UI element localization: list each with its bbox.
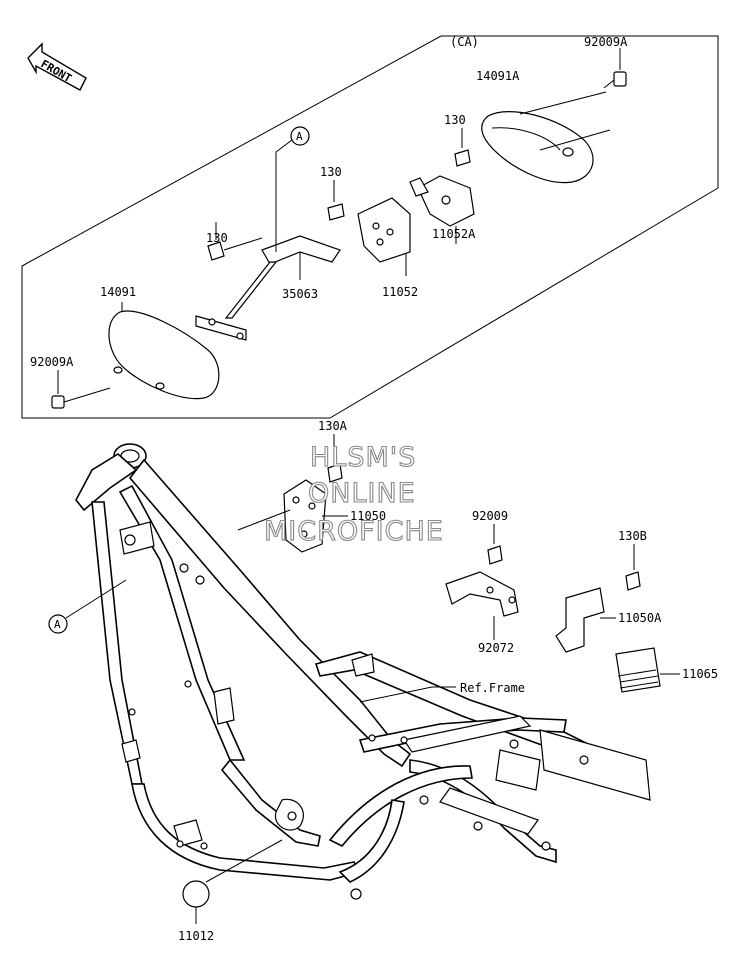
label-11052A: 11052A	[432, 227, 476, 241]
label-11050A: 11050A	[618, 611, 662, 625]
bracket-11050A	[555, 587, 616, 653]
cover-14091A	[481, 111, 594, 184]
label-14091: 14091	[100, 285, 136, 299]
label-14091A: 14091A	[476, 69, 520, 83]
label-130-mid: 130	[320, 165, 342, 179]
label-ref-frame: Ref.Frame	[460, 681, 525, 695]
svg-text:A: A	[296, 130, 303, 143]
bolt-92009	[487, 524, 503, 565]
motorcycle-frame	[75, 443, 651, 900]
bolt-130-top	[454, 128, 471, 167]
cover-14091	[108, 302, 220, 400]
bracket-11052A	[409, 175, 475, 244]
svg-text:ONLINE: ONLINE	[308, 478, 416, 509]
label-92009A-top: 92009A	[584, 35, 628, 49]
label-92009A-left: 92009A	[30, 355, 74, 369]
label-130-left: 130	[206, 231, 228, 245]
label-11012: 11012	[178, 929, 214, 943]
bolt-130-left	[207, 222, 263, 261]
bolt-92009A-left	[51, 370, 111, 409]
bracket-11050	[283, 479, 348, 553]
label-11052: 11052	[382, 285, 418, 299]
svg-text:HLSM'S: HLSM'S	[310, 442, 416, 473]
label-130B: 130B	[618, 529, 647, 543]
svg-text:A: A	[54, 618, 61, 631]
watermark: HLSM'S ONLINE MICROFICHE	[263, 441, 444, 547]
callout-a-left: A	[48, 579, 127, 634]
ca-box-outline	[21, 35, 719, 419]
label-11050: 11050	[350, 509, 386, 523]
bolt-92009A-top	[603, 48, 627, 89]
callout-a-top: A	[290, 126, 310, 146]
bolt-130B	[625, 544, 641, 591]
bolt-130A	[327, 434, 343, 483]
ca-label: (CA)	[450, 35, 479, 49]
label-130-top: 130	[444, 113, 466, 127]
bracket-92072	[445, 571, 519, 640]
label-11065: 11065	[682, 667, 718, 681]
label-35063: 35063	[282, 287, 318, 301]
cap-11012	[182, 839, 283, 924]
svg-text:MICROFICHE: MICROFICHE	[264, 516, 444, 547]
front-arrow-icon: FRONT	[27, 42, 87, 91]
label-92072: 92072	[478, 641, 514, 655]
label-92009: 92009	[472, 509, 508, 523]
bracket-11052	[357, 197, 411, 276]
module-11065	[615, 647, 680, 693]
stay-35063	[195, 139, 341, 341]
bolt-130-mid	[327, 180, 345, 221]
label-130A: 130A	[318, 419, 348, 433]
